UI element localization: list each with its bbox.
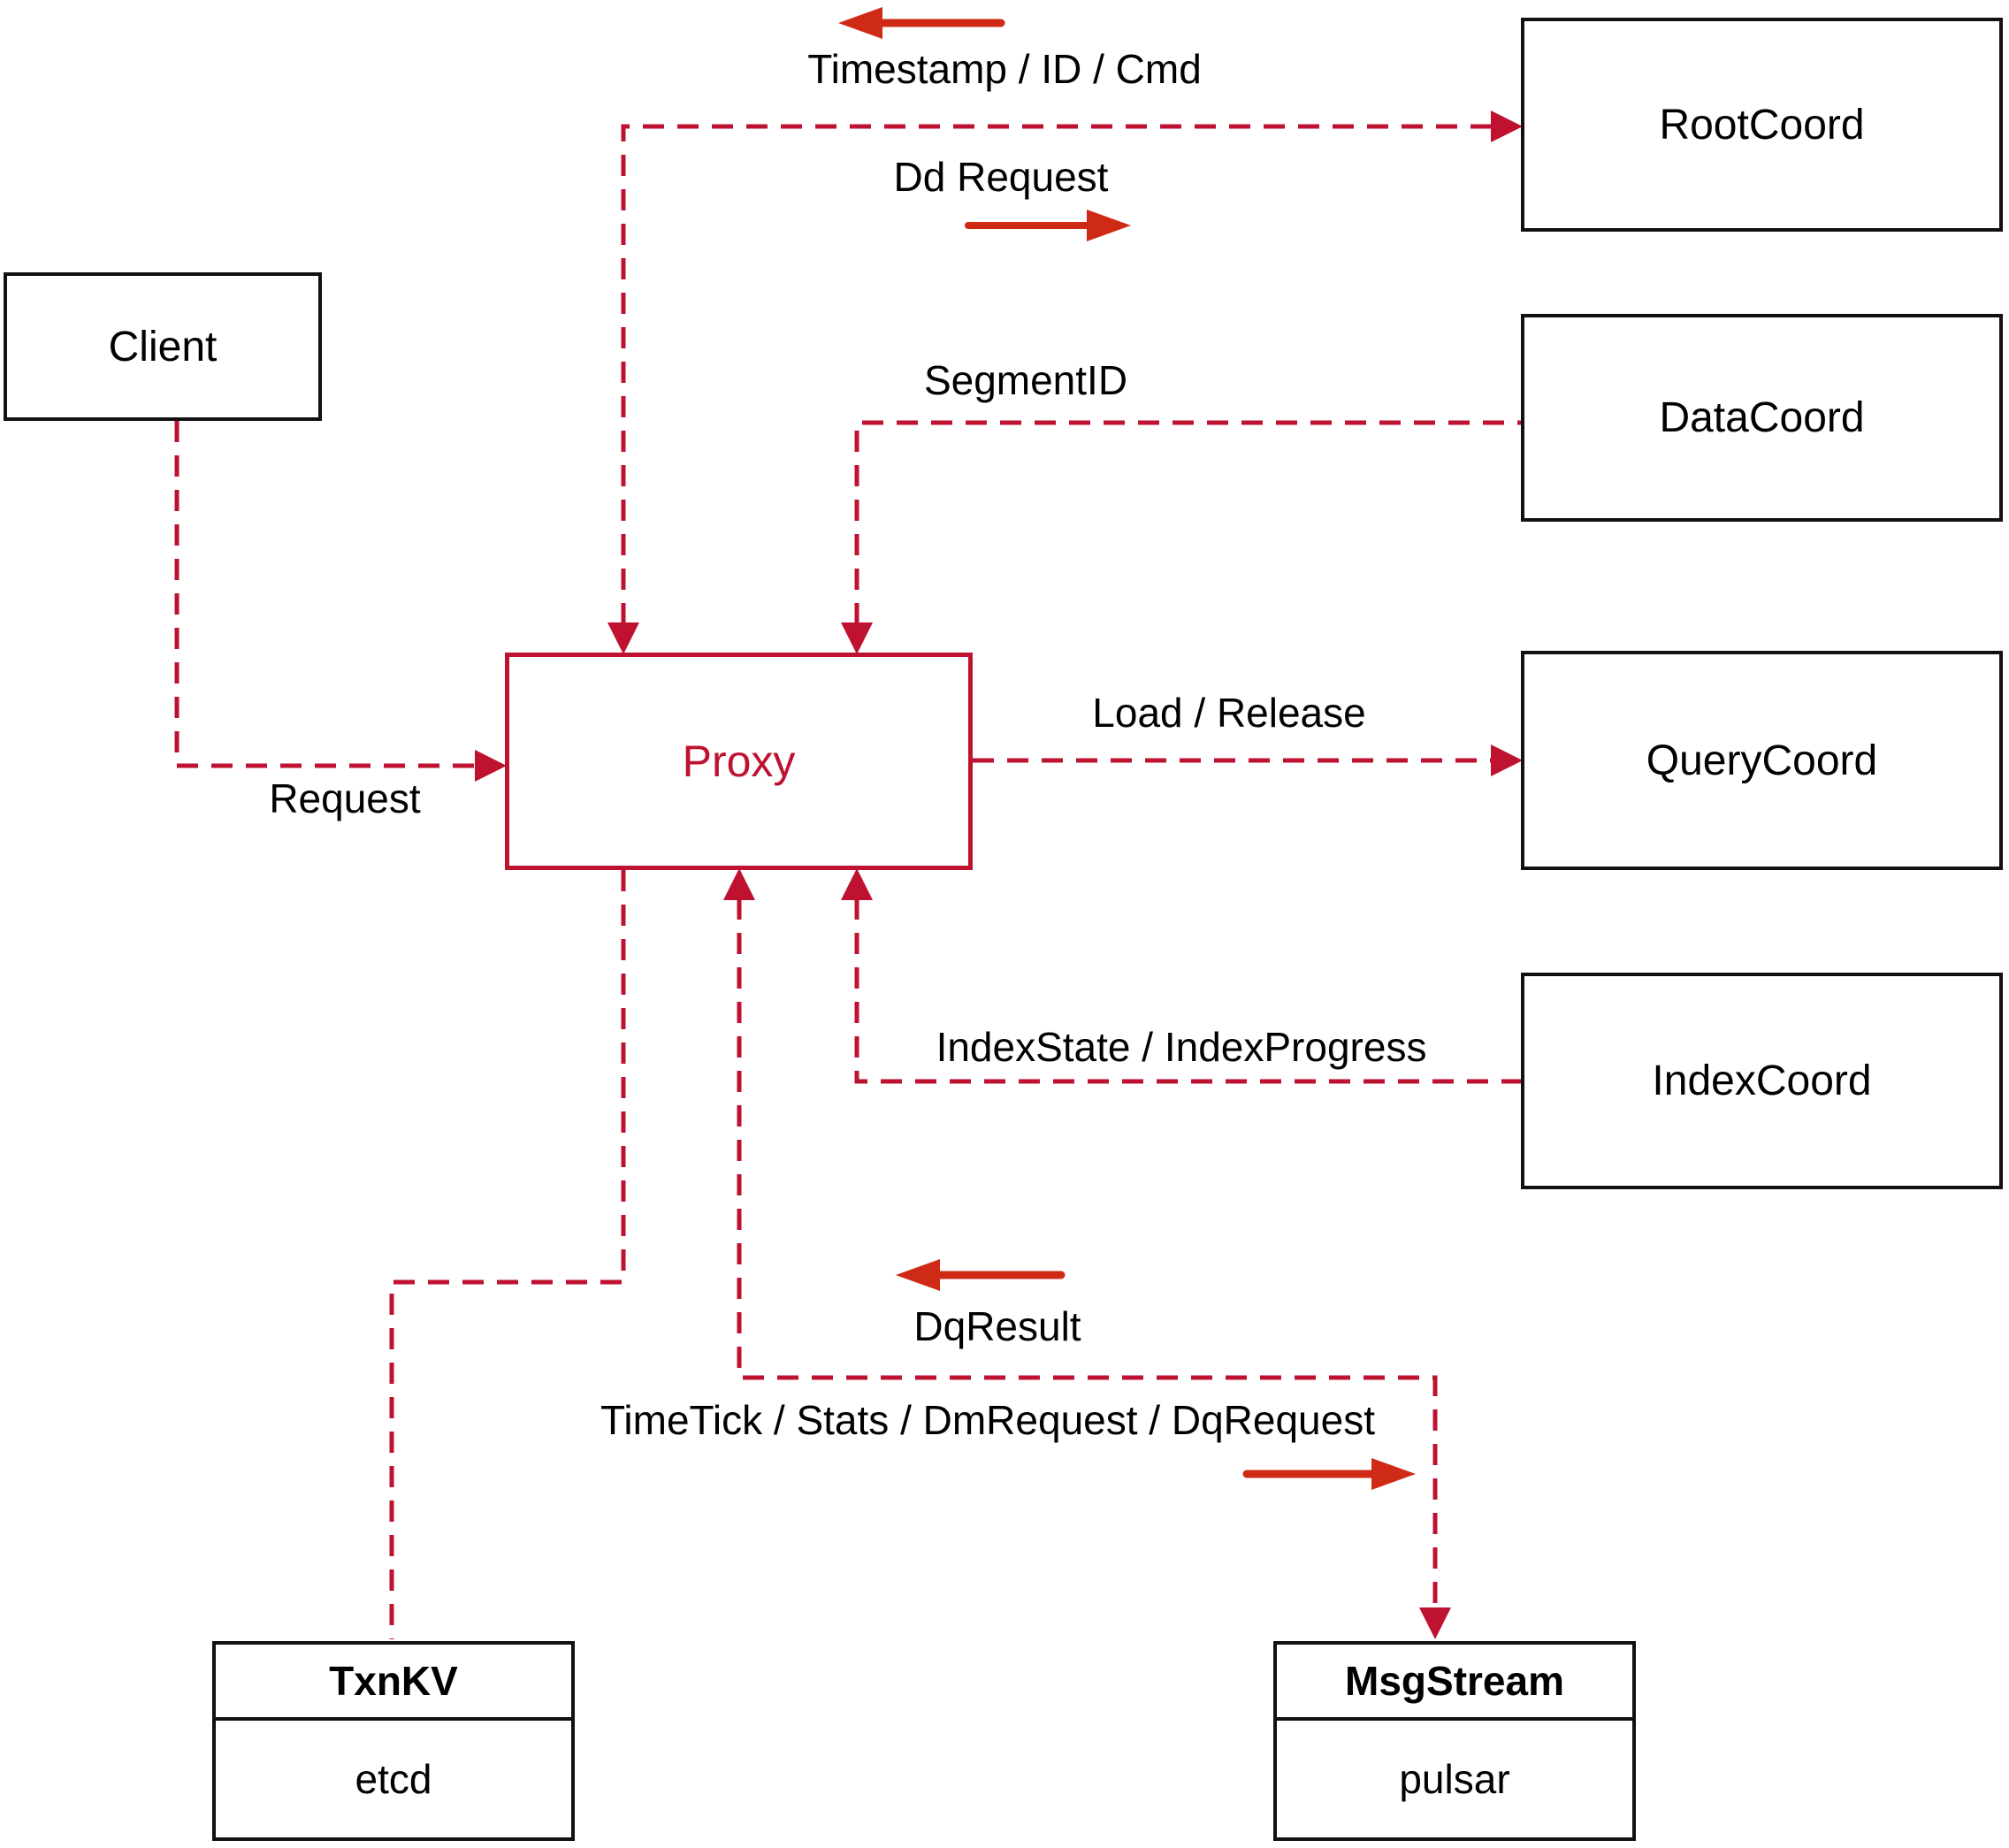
edge-proxy-msgstream (723, 868, 1451, 1639)
node-client: Client (4, 272, 322, 421)
edge-label-timestamp: Timestamp / ID / Cmd (807, 46, 1202, 92)
edge-label-index-state: IndexState / IndexProgress (936, 1024, 1427, 1070)
edge-label-time-tick: TimeTick / Stats / DmRequest / DqRequest (600, 1397, 1375, 1443)
arrowhead-down-icon (1419, 1607, 1451, 1639)
edge-proxy-querycoord (973, 745, 1523, 776)
edge-label-dd-request: Dd Request (893, 154, 1109, 200)
arrowhead-up-icon (723, 868, 755, 900)
node-msgstream-body: pulsar (1399, 1756, 1510, 1802)
arrowhead-right-icon (1491, 745, 1523, 776)
node-rootcoord: RootCoord (1521, 18, 2003, 232)
node-rootcoord-label: RootCoord (1659, 101, 1865, 149)
edge-proxy-txnkv (389, 870, 626, 1639)
node-txnkv-title: TxnKV (216, 1645, 571, 1721)
node-datacoord: DataCoord (1521, 314, 2003, 522)
solid-arrow-right-icon (965, 210, 1131, 241)
solid-arrow-left-icon (838, 7, 1005, 39)
node-client-label: Client (108, 323, 218, 370)
node-proxy: Proxy (505, 653, 973, 870)
node-querycoord: QueryCoord (1521, 651, 2003, 870)
node-querycoord-label: QueryCoord (1646, 737, 1878, 784)
edge-proxy-rootcoord (607, 111, 1523, 654)
edge-label-segment-id: SegmentID (923, 357, 1128, 403)
arrowhead-right-icon (475, 750, 507, 782)
edge-client-proxy (174, 421, 507, 782)
arrowhead-up-icon (841, 868, 873, 900)
arrowhead-down-icon (841, 622, 873, 654)
node-msgstream: MsgStream pulsar (1273, 1641, 1636, 1841)
arrowhead-right-icon (1491, 111, 1523, 142)
edge-label-dq-result: DqResult (913, 1303, 1081, 1349)
node-indexcoord-label: IndexCoord (1652, 1058, 1872, 1104)
solid-arrow-right-icon (1242, 1458, 1416, 1490)
edge-datacoord-proxy (841, 420, 1521, 654)
edge-indexcoord-proxy (841, 868, 1521, 1084)
node-txnkv-body: etcd (355, 1756, 432, 1802)
node-datacoord-label: DataCoord (1659, 394, 1865, 441)
node-proxy-label: Proxy (682, 737, 796, 786)
node-txnkv: TxnKV etcd (212, 1641, 575, 1841)
node-indexcoord: IndexCoord (1521, 973, 2003, 1189)
node-msgstream-title: MsgStream (1277, 1645, 1632, 1721)
edge-label-load-release: Load / Release (1092, 690, 1366, 736)
solid-arrow-left-icon (896, 1259, 1066, 1291)
arrowhead-down-icon (607, 622, 639, 654)
edge-label-request: Request (269, 775, 421, 821)
